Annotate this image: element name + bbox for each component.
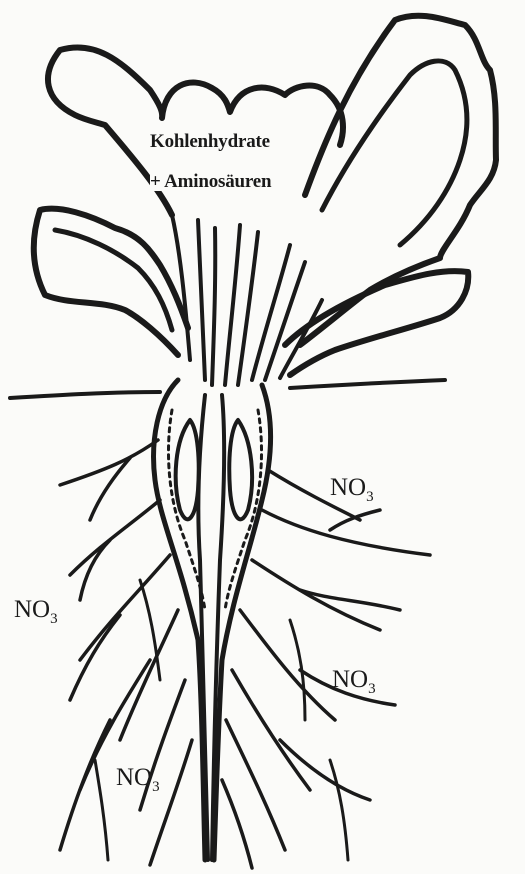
- soil-line: [10, 380, 445, 398]
- root-l-11: [60, 720, 110, 850]
- storage-left: [176, 420, 199, 519]
- root-r-12: [290, 620, 305, 720]
- storage-right: [229, 420, 252, 519]
- petiole-7: [265, 262, 305, 380]
- nitrate-label-subscript: 3: [50, 611, 58, 627]
- leaf-top-right-inner: [322, 61, 467, 245]
- nitrate-label-subscript: 3: [152, 779, 160, 795]
- root-r-2: [262, 510, 430, 555]
- root-l-12: [140, 580, 160, 680]
- leaf-left-inner: [55, 230, 172, 330]
- root-r-13: [330, 760, 348, 860]
- root-l-5: [80, 555, 170, 660]
- root-l-13: [95, 760, 108, 860]
- carbohydrates-label: Kohlenhydrate: [150, 132, 270, 151]
- petiole-3: [212, 228, 215, 385]
- nitrate-label-bottom: NO3: [116, 765, 160, 795]
- root-r-8: [232, 670, 310, 790]
- root-l-1: [60, 440, 158, 485]
- leaf-right-lower: [285, 271, 468, 375]
- nitrate-label-main: NO: [116, 764, 152, 791]
- root-l-3: [70, 500, 160, 575]
- nitrate-label-upper-right: NO3: [330, 475, 374, 505]
- root-l-4: [80, 540, 110, 600]
- root-r-10: [222, 780, 252, 868]
- nitrate-label-main: NO: [14, 596, 50, 623]
- nitrate-label-subscript: 3: [368, 681, 376, 697]
- nitrate-label-main: NO: [330, 474, 366, 501]
- amino-acids-label: + Aminosäuren: [150, 172, 273, 191]
- root-r-3: [330, 510, 380, 530]
- nitrate-label-lower-right: NO3: [332, 667, 376, 697]
- petiole-2: [198, 220, 205, 380]
- petiole-4: [225, 225, 240, 385]
- root-l-6: [70, 615, 120, 700]
- root-r-6: [240, 610, 335, 720]
- nitrate-label-subscript: 3: [366, 489, 374, 505]
- nitrate-label-left: NO3: [14, 597, 58, 627]
- nitrate-label-main: NO: [332, 666, 368, 693]
